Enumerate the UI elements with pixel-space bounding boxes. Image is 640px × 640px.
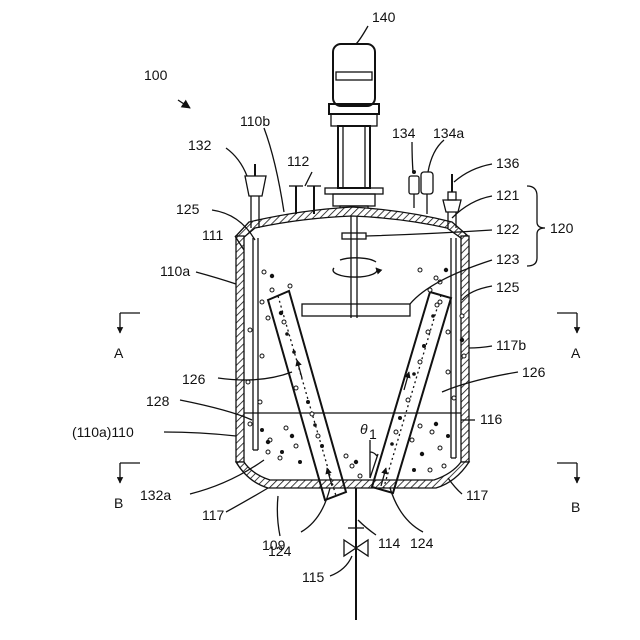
label-100: 100 <box>144 67 168 83</box>
label-115: 115 <box>302 569 325 585</box>
label-132a: 132a <box>140 487 171 503</box>
agitator-shaft <box>302 212 410 318</box>
label-110: (110a)110 <box>72 424 134 440</box>
section-marker-b-left <box>120 463 140 483</box>
label-126-left: 126 <box>182 371 206 387</box>
section-marker-a-left <box>120 313 140 333</box>
label-b-right: B <box>571 499 580 515</box>
motor-140 <box>325 44 383 212</box>
label-120: 120 <box>550 220 574 236</box>
label-134: 134 <box>392 125 416 141</box>
brace-120 <box>527 186 545 266</box>
label-124-right: 124 <box>410 535 434 551</box>
label-125-right: 125 <box>496 279 520 295</box>
tube-126-left <box>268 291 346 500</box>
label-114: 114 <box>378 535 401 551</box>
label-128: 128 <box>146 393 170 409</box>
label-116: 116 <box>480 411 503 427</box>
label-122: 122 <box>496 221 520 237</box>
label-110a: 110a <box>160 263 190 279</box>
label-121: 121 <box>496 187 520 203</box>
label-110b: 110b <box>240 113 270 129</box>
label-124-left: 124 <box>268 543 292 559</box>
label-132: 132 <box>188 137 212 153</box>
label-140: 140 <box>372 9 396 25</box>
outlet-pipe-114 <box>344 488 368 620</box>
label-117-right: 117 <box>466 487 489 503</box>
bubbles-open <box>246 268 466 478</box>
label-117b: 117b <box>496 337 526 353</box>
label-b-left: B <box>114 495 123 511</box>
label-theta: θ <box>360 421 368 437</box>
label-111: 111 <box>202 227 223 243</box>
label-134a: 134a <box>433 125 464 141</box>
section-marker-a-right <box>557 313 577 333</box>
tube-126-right <box>372 292 451 493</box>
label-a-right: A <box>571 345 581 361</box>
label-117-left: 117 <box>202 507 225 523</box>
label-125-left: 125 <box>176 201 200 217</box>
section-marker-b-right <box>557 463 577 483</box>
label-a-left: A <box>114 345 124 361</box>
label-112: 112 <box>287 153 310 169</box>
label-136: 136 <box>496 155 520 171</box>
label-123: 123 <box>496 251 520 267</box>
label-theta-subscript: 1 <box>369 426 377 442</box>
label-126-right: 126 <box>522 364 546 380</box>
sensor-134 <box>409 170 433 214</box>
vessel-wall-left <box>236 236 244 462</box>
inlet-132 <box>245 164 266 450</box>
